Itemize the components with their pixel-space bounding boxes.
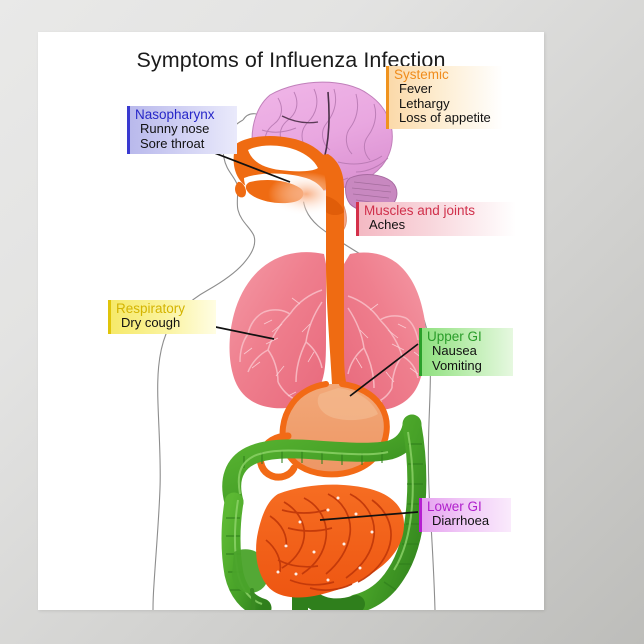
label-upper-gi-heading: Upper GI [427,329,482,344]
label-muscles-item-0: Aches [369,217,406,233]
label-respiratory-item-0: Dry cough [121,315,181,331]
label-respiratory[interactable]: Respiratory Dry cough [108,300,216,334]
label-upper-gi[interactable]: Upper GI Nausea Vomiting [419,328,513,377]
label-upper-gi-item-1: Vomiting [432,357,482,373]
label-systemic-item-2: Loss of appetite [399,110,491,126]
large-intestine-part [221,414,427,610]
leader-upper-gi [349,343,419,397]
label-nasopharynx-item-0: Runny nose [140,121,210,137]
leader-respiratory [205,324,275,340]
label-nasopharynx-item-1: Sore throat [140,135,205,151]
label-systemic-heading: Systemic [394,67,449,82]
label-respiratory-heading: Respiratory [116,301,186,316]
label-systemic-item-1: Lethargy [399,95,450,111]
label-lower-gi-item-0: Diarrhoea [432,513,490,529]
label-lower-gi[interactable]: Lower GI Diarrhoea [419,498,511,532]
label-lower-gi-heading: Lower GI [427,499,482,514]
label-muscles-heading: Muscles and joints [364,203,476,218]
poster-canvas: Symptoms of Influenza Infection [38,32,544,610]
right-lung-part [344,252,427,411]
label-nasopharynx[interactable]: Nasopharynx Runny nose Sore throat [127,106,237,155]
label-nasopharynx-heading: Nasopharynx [135,107,215,122]
left-lung-part [229,252,326,409]
airway-part [233,136,354,440]
label-muscles-and-joints[interactable]: Muscles and joints Aches [356,202,516,236]
label-upper-gi-item-0: Nausea [432,343,477,359]
label-systemic[interactable]: Systemic Fever Lethargy Loss of appetite [386,66,503,129]
label-systemic-item-0: Fever [399,81,433,97]
small-intestine-part [256,484,404,598]
leader-lower-gi [319,511,419,521]
anatomy-illustration [38,32,544,610]
